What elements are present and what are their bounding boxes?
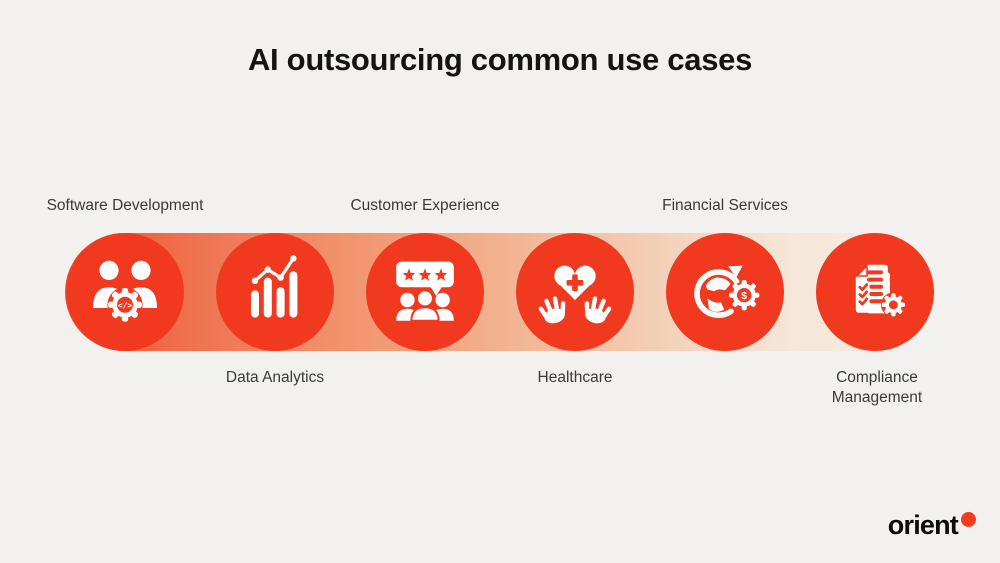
svg-text:</>: </> (118, 301, 133, 310)
circle-customer-experience (366, 233, 484, 351)
label-compliance-management: Compliance Management (831, 369, 923, 406)
circle-compliance-management (816, 233, 934, 351)
label-healthcare: Healthcare (537, 369, 613, 386)
checklist-gear-icon (854, 263, 906, 318)
brand-dot-icon (961, 512, 976, 527)
gradient-band (65, 233, 935, 351)
team-code-gear-icon: </> (93, 260, 157, 323)
globe-dollar-gear-icon: $ (694, 265, 760, 318)
brand-wordmark: orient (887, 510, 959, 540)
svg-text:$: $ (741, 291, 747, 302)
bar-chart-trend-icon (251, 255, 298, 318)
page-title: AI outsourcing common use cases (247, 42, 753, 77)
label-customer-experience: Customer Experience (350, 197, 500, 215)
label-financial-services: Financial Services (662, 197, 788, 215)
circle-healthcare (516, 233, 634, 351)
label-software-development: Software Development (46, 197, 204, 215)
rating-bubble-people-icon (396, 261, 454, 322)
circle-software-development: </> (66, 233, 184, 351)
circle-financial-services: $ (666, 233, 784, 351)
label-data-analytics: Data Analytics (225, 369, 325, 386)
circle-data-analytics (216, 233, 334, 351)
hands-heart-cross-icon (538, 265, 612, 324)
brand-logo: orient (888, 512, 976, 539)
